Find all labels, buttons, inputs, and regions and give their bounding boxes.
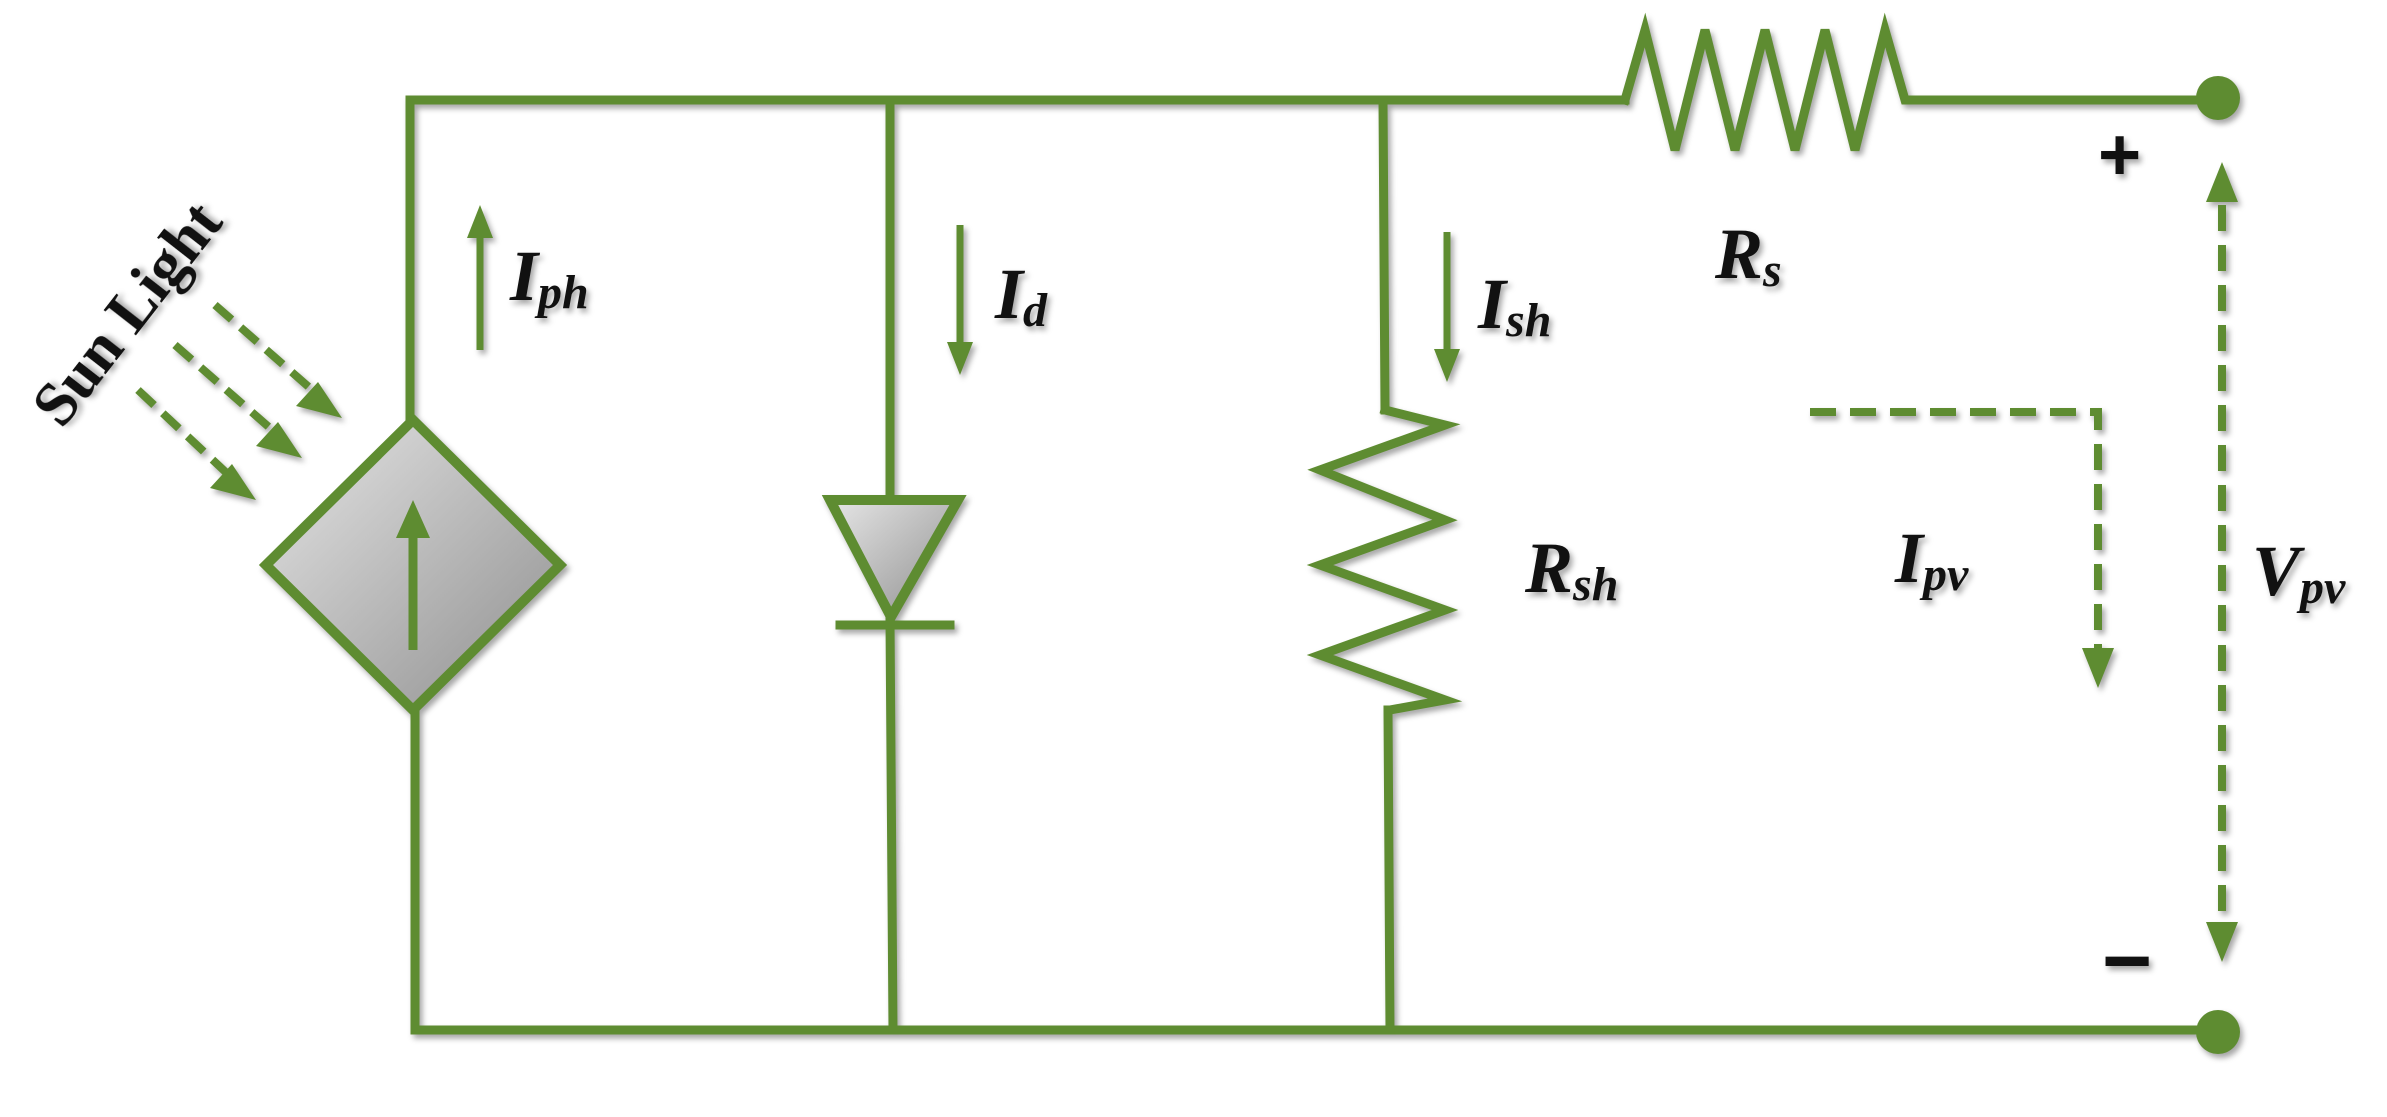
ipv-dashed-path <box>1810 408 2102 650</box>
id-label: Id <box>994 254 1048 337</box>
ish-label: Ish <box>1477 264 1551 347</box>
sunlight-arrows <box>135 301 342 500</box>
iph-label: Iph <box>509 236 589 319</box>
diode-symbol <box>821 495 967 628</box>
plus-sign: + <box>2098 113 2141 196</box>
rs-label: Rs <box>1714 214 1782 297</box>
ish-arrow-head <box>1434 349 1460 382</box>
vpv-arrow-head-bottom <box>2206 922 2238 962</box>
shunt-branch-wire <box>1378 95 1395 1035</box>
series-resistor-rs <box>1619 12 1925 152</box>
vpv-label: Vpv <box>2252 531 2346 614</box>
positive-terminal <box>2196 76 2240 120</box>
negative-terminal <box>2196 1010 2240 1054</box>
source-branch-wire <box>405 95 420 1035</box>
shunt-resistor-rsh <box>1306 404 1463 716</box>
iph-arrow-head <box>467 205 493 238</box>
rsh-label: Rsh <box>1524 528 1618 611</box>
ipv-arrow-head <box>2082 648 2114 688</box>
ipv-label: Ipv <box>1894 518 1969 601</box>
id-arrow-head <box>947 342 973 375</box>
source-arrow-head <box>396 500 430 538</box>
minus-sign: − <box>2102 913 2152 1009</box>
vpv-arrow-head-top <box>2206 162 2238 202</box>
diode-branch-wire <box>885 95 898 1035</box>
sun-light-label: Sun Light <box>19 189 235 439</box>
